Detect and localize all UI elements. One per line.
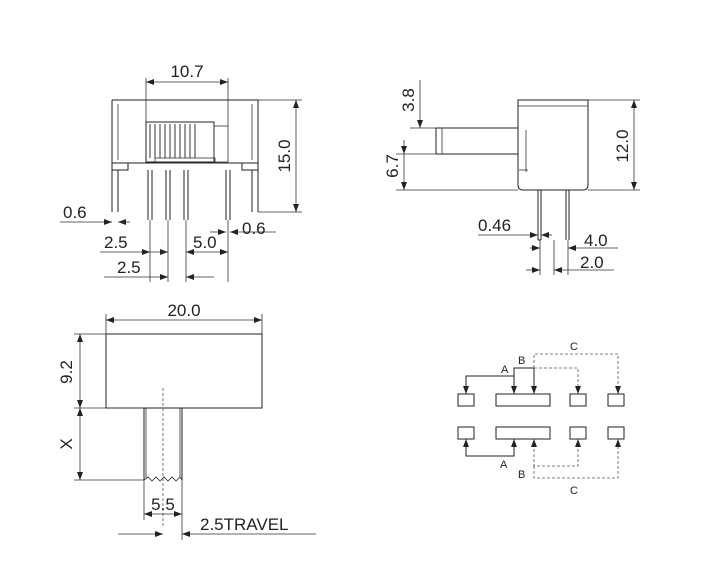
pitch-b-dim: 2.5 (117, 258, 141, 277)
pitch-a-dim: 2.5 (104, 233, 128, 252)
front-view: 10.7 15.0 0.6 0.6 2.5 5.0 (60, 62, 302, 282)
knob-dim: 3.8 (399, 88, 418, 112)
top-label-b: B (518, 355, 525, 367)
stem-length-dim: X (57, 438, 76, 449)
front-width-dim: 10.7 (170, 62, 203, 81)
front-height-dim: 15.0 (275, 139, 294, 172)
pin-width-right-dim: 0.6 (242, 219, 266, 238)
pin-span-dim: 4.0 (584, 231, 608, 250)
body-height-dim: 12.0 (613, 129, 632, 162)
top-label-a: A (501, 364, 509, 376)
bottom-label-b: B (518, 469, 525, 481)
pitch-span-dim: 5.0 (193, 233, 217, 252)
body-depth-dim: 9.2 (57, 360, 76, 384)
top-label-c: C (570, 341, 578, 353)
bottom-label-c: C (570, 485, 578, 497)
top-view: 20.0 9.2 X 5.5 2.5TRAVEL (57, 301, 316, 540)
stem-width-dim: 5.5 (151, 495, 175, 514)
bottom-label-a: A (500, 459, 508, 471)
circuit-schematic: A B C A B C (457, 341, 625, 497)
pin-width-left-dim: 0.6 (63, 203, 87, 222)
pin-offset-dim: 2.0 (580, 253, 604, 272)
pin-thickness-dim: 0.46 (478, 216, 511, 235)
travel-dim: 2.5TRAVEL (200, 515, 289, 534)
knob-height-dim: 6.7 (383, 154, 402, 178)
knob-ridges (149, 124, 196, 158)
side-view: 3.8 6.7 12.0 0.46 4.0 2.0 (383, 80, 640, 275)
top-width-dim: 20.0 (167, 301, 200, 320)
